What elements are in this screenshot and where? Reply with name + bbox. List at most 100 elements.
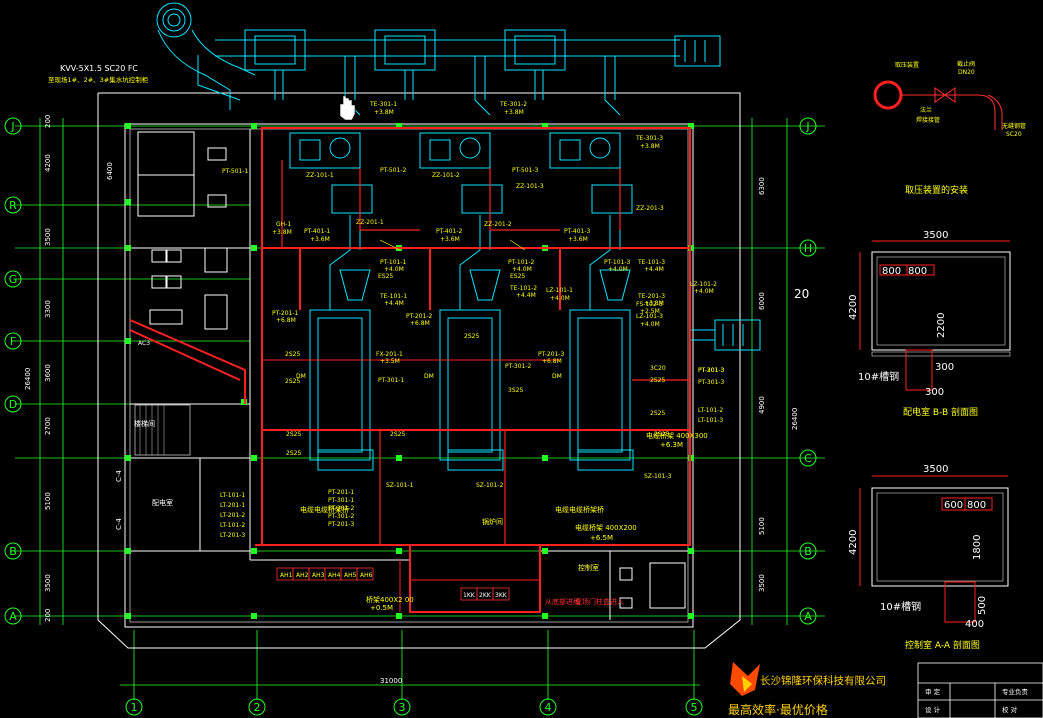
svg-text:J: J [805, 120, 809, 133]
tag-pt501-3: PT-501-3 [512, 167, 539, 174]
tag-mid1-4: PT-101-2 [508, 259, 535, 266]
tag-lt-left-3: LT-101-2 [220, 522, 245, 529]
axis-bubbles: J R G F D B A J H C B A 1 2 3 4 5 [4, 117, 817, 716]
tag-mid2-7: +2.5M [640, 308, 660, 315]
aa-dim-500: 500 [977, 596, 988, 615]
bb-dim-300a: 300 [935, 362, 954, 373]
tag-mid1-11: +4.4M [644, 266, 664, 273]
cabinet-1kk: 1KK [463, 592, 476, 599]
tag-pt401-2-elev: +3.6M [440, 236, 460, 243]
tag-right-val-2: 3C20 [650, 365, 666, 372]
tag-dm-1: DM [296, 373, 306, 380]
svg-text:2: 2 [254, 701, 261, 714]
dim-left-0: 200 [44, 115, 52, 128]
cable-tray-1-elev: +6.3M [660, 441, 683, 449]
tag-lt201-2: LT-101-2 [698, 407, 723, 414]
tag-mid3-6: FX-201-1 [376, 351, 403, 358]
tag-lt201-0: PT-201-3 [698, 367, 725, 374]
panel-ac3: AC3 [138, 340, 150, 347]
tag-sz-2: SZ-101-2 [476, 482, 504, 489]
cabinet-2kk: 2KK [479, 592, 492, 599]
pt-label-4: 焊接接管 [916, 116, 940, 124]
tag-dm-3: DM [552, 373, 562, 380]
cable-bottom: 桥架400X2 00 [366, 595, 414, 604]
tag-sz-1: SZ-101-1 [386, 482, 414, 489]
tag-mid2-1: +4.0M [550, 295, 570, 302]
pt-label-3: 法兰 [920, 106, 932, 114]
control-cabinets: AH1 AH2 AH3 AH4 AH5 AH6 1KK 2KK 3KK AC3 [138, 340, 510, 601]
hand-cursor-icon [339, 95, 356, 121]
row-bubble-d: D [4, 395, 22, 413]
tag-left-val-6: 2S25 [650, 410, 665, 417]
room-control: 控制室 [578, 563, 599, 572]
col-bubble-3: 3 [393, 698, 411, 716]
tb-cell-2: 专业负责 [1002, 687, 1029, 696]
bb-note: 10#槽钢 [858, 370, 899, 383]
svg-text:B: B [804, 545, 812, 558]
entry-note: 从底部进线 [545, 597, 580, 606]
cabinet-3kk: 3KK [495, 592, 508, 599]
aa-dim-600: 600 [944, 500, 963, 511]
dim-left-6: 5100 [44, 492, 52, 510]
row-bubble-j-right: J [799, 117, 817, 135]
cable-trench-2: 电缆电缆桥架桥 [555, 505, 604, 514]
tag-mid2-8: TE-201-3 [637, 293, 665, 300]
dim-right-1: 6000 [758, 292, 766, 310]
detail-pressure-title: 取压装置的安装 [905, 184, 968, 196]
tag-lt-left-2: LT-201-2 [220, 512, 245, 519]
dim-right-3: 5100 [758, 517, 766, 535]
company-logo: 长沙锦隆环保科技有限公司 最高效率·最优价格 [728, 662, 886, 717]
row-bubble-c-right: C [799, 449, 817, 467]
section-bb: 3500 800 800 4200 2200 300 300 10#槽钢 配电室… [848, 230, 1011, 418]
bb-dim-800b: 800 [908, 266, 927, 277]
tag-mid3-2: PT-201-2 [406, 313, 433, 320]
tag-misc-2: ES25 [510, 273, 525, 280]
tag-mid3-3: +6.8M [410, 320, 430, 327]
cabinet-ah3: AH3 [312, 572, 325, 579]
aa-note: 10#槽钢 [880, 600, 921, 613]
tag-lt-left-4: LT-201-3 [220, 532, 245, 539]
bb-dim-300b: 300 [925, 387, 944, 398]
tag-mid2-5: +4.0M [640, 321, 660, 328]
tb-cell-3: 校 对 [1002, 705, 1018, 714]
aa-dim-4200: 4200 [848, 530, 859, 555]
tag-left-val-1: 2S25 [285, 378, 300, 385]
tag-pt401-3: PT-401-3 [564, 228, 591, 235]
section-bb-title: 配电室 B-B 剖面图 [903, 406, 978, 418]
tag-zz201-3: ZZ-201-3 [636, 205, 664, 212]
tag-mid1-7: +4.4M [516, 292, 536, 299]
col-bubble-1: 1 [125, 698, 143, 716]
tag-mid2-2: LZ-101-2 [690, 281, 717, 288]
tag-mid3-5: +6.8M [542, 358, 562, 365]
dim-right-0: 6300 [758, 177, 766, 195]
aa-dim-1800: 1800 [972, 535, 983, 560]
tag-mid1-2: TE-101-1 [379, 293, 407, 300]
room-labels: 配电室 控制室 楼梯间 锅炉间 电缆电缆桥架桥 电缆电缆桥架桥 电缆桥架 400… [134, 419, 708, 612]
dim-left-7: 3500 [44, 574, 52, 592]
tag-pt-small-4: PT-201-3 [328, 521, 355, 528]
tag-right-val-1: 2S25 [654, 431, 669, 438]
tag-gh: GH-1 [276, 221, 291, 228]
tag-lt-left-0: LT-101-1 [220, 492, 245, 499]
tag-mid1-10: TE-101-3 [637, 259, 665, 266]
tag-te301-3-elev: +3.8M [640, 143, 660, 150]
tag-lt-left-1: LT-201-1 [220, 502, 245, 509]
col-bubble-5: 5 [685, 698, 703, 716]
dim-left-8: 200 [44, 609, 52, 622]
bb-dim-800a: 800 [882, 266, 901, 277]
svg-text:D: D [9, 398, 17, 411]
dim-left-total: 26400 [24, 368, 32, 390]
tag-mid2-6: FS-102-3 [636, 301, 663, 308]
tag-mid3-0: PT-201-1 [272, 310, 299, 317]
svg-text:3: 3 [399, 701, 406, 714]
equipment-tags: TE-301-1 +3.8M TE-301-2 +3.8M TE-301-3 +… [220, 101, 725, 539]
tag-mid2-4: LZ-101-3 [636, 313, 663, 320]
svg-text:F: F [10, 335, 16, 348]
tag-right-val-0: 2S25 [650, 377, 665, 384]
tb-cell-0: 审 定 [925, 687, 941, 696]
tag-misc-0: 2S25 [464, 333, 479, 340]
tag-zz201-2: ZZ-201-2 [484, 221, 512, 228]
svg-text:H: H [804, 242, 812, 255]
tag-pt401-1-elev: +3.6M [310, 236, 330, 243]
